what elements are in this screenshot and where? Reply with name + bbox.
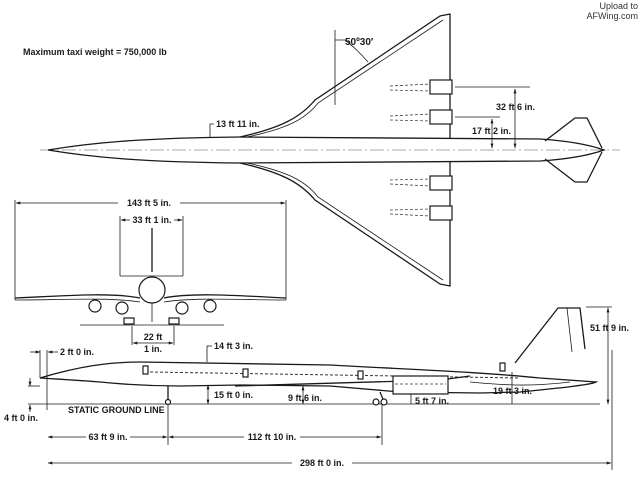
nacelle-clearance-label: 5 ft 7 in. <box>415 396 449 406</box>
door <box>499 362 506 372</box>
gear-track-label-line2: 1 in. <box>144 344 162 354</box>
nose-to-gear-label: 63 ft 9 in. <box>88 432 127 442</box>
plan-view: 50º30′ 13 ft 11 in. 32 ft 6 in. 17 ft 2 … <box>40 13 620 287</box>
static-ground-line-label: STATIC GROUND LINE <box>68 405 165 415</box>
outer-engine-spacing-label: 32 ft 6 in. <box>496 102 535 112</box>
engine-front <box>88 299 102 313</box>
main-gear-left <box>123 317 135 325</box>
door <box>357 370 364 380</box>
rudder-line <box>566 307 573 353</box>
label-bg <box>118 196 180 208</box>
overall-height-label: 51 ft 9 in. <box>590 323 629 333</box>
plan-fuselage <box>47 136 606 164</box>
fuselage-width-leader <box>209 123 214 137</box>
side-nacelle <box>392 375 449 395</box>
wheelbase-label: 112 ft 10 in. <box>248 432 297 442</box>
side-view: STATIC GROUND LINE 2 ft 0 in. 14 ft 3 in <box>4 306 629 470</box>
front-fuselage <box>138 276 166 304</box>
door <box>242 368 249 378</box>
label-bg <box>292 457 352 468</box>
plan-wing-lower-leading-edge <box>246 162 444 281</box>
nose-wheel <box>164 398 172 406</box>
tail-clearance-label: 19 ft 3 in. <box>493 386 532 396</box>
plan-wing-upper-leading-edge <box>246 19 444 138</box>
tail-span-label: 33 ft 1 in. <box>132 215 171 225</box>
wingspan-label: 143 ft 5 in. <box>127 198 171 208</box>
front-view: 143 ft 5 in. 33 ft 1 in. 22 ft 1 in. <box>14 196 287 354</box>
front-wing <box>14 294 287 299</box>
sweep-angle-arc <box>335 39 369 63</box>
engine-inlet-ducts <box>389 178 431 217</box>
fuselage-height-leader <box>206 345 212 362</box>
engine-front <box>203 299 217 313</box>
plan-wing-upper <box>239 13 451 138</box>
sweep-angle-label: 50º30′ <box>345 37 374 48</box>
engine-front <box>115 301 129 315</box>
label-bg <box>130 214 174 225</box>
engine-nacelle <box>429 175 453 191</box>
fuselage-height-label: 14 ft 3 in. <box>214 341 253 351</box>
main-wheel <box>380 398 388 406</box>
main-gear-right <box>168 317 180 325</box>
window-line <box>149 371 521 379</box>
gear-track-label-line1: 22 ft <box>144 332 163 342</box>
engine-front <box>175 301 189 315</box>
overall-length-label: 298 ft 0 in. <box>300 458 344 468</box>
engine-nacelle <box>429 109 453 125</box>
fuselage-width-label: 13 ft 11 in. <box>216 119 260 129</box>
watermark-line1: Upload to <box>599 1 638 11</box>
belly-clearance-mid-label: 9 ft 6 in. <box>288 393 322 403</box>
label-bg <box>86 431 130 442</box>
inner-engine-spacing-label: 17 ft 2 in. <box>472 126 511 136</box>
plan-htail-lower <box>544 151 603 183</box>
front-wing-lower <box>14 298 287 303</box>
side-htail <box>469 381 571 386</box>
nose-droop-label: 2 ft 0 in. <box>60 347 94 357</box>
label-bg <box>244 431 300 442</box>
plan-wing-lower <box>239 162 451 287</box>
side-fuselage <box>39 361 599 394</box>
max-taxi-weight-note: Maximum taxi weight = 750,000 lb <box>23 47 167 57</box>
belly-clearance-fwd-label: 15 ft 0 in. <box>214 390 253 400</box>
engine-nacelle <box>429 79 453 95</box>
door <box>142 365 149 375</box>
engine-inlet-ducts <box>389 83 431 122</box>
side-vtail <box>514 307 586 364</box>
nose-height-label: 4 ft 0 in. <box>4 413 38 423</box>
watermark-line2: AFWing.com <box>586 11 638 21</box>
plan-htail-upper <box>544 117 603 149</box>
main-wheel <box>372 398 380 406</box>
engine-nacelle <box>429 205 453 221</box>
